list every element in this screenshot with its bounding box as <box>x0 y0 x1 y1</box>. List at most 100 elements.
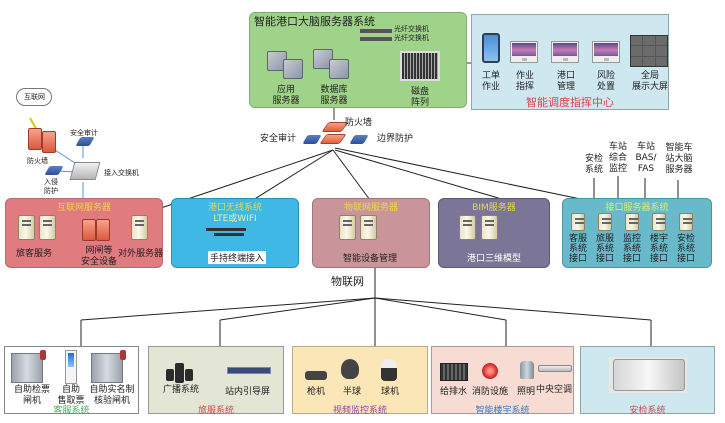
server-icon <box>39 215 56 240</box>
group-label: 旅服 系统 接口 <box>595 234 614 264</box>
subsystem-title: 智能楼宇系统 <box>475 406 530 416</box>
handheld-device-icon <box>214 233 244 236</box>
group-label: 港口三维模型 <box>467 254 522 264</box>
subsystem-title: 安检系统 <box>629 406 666 416</box>
group-label: 手持终端接入 <box>208 251 267 264</box>
group-label: 网闸等 安全设备 <box>80 246 117 267</box>
subsystem-smart-building: 给排水 消防设施 照明 中央空调 智能楼宇系统 <box>431 346 574 416</box>
external-link: 车站 BAS/ FAS <box>635 142 657 174</box>
dispatch-item: 全局 展示大屏 <box>631 71 668 92</box>
dispatch-item: 港口 管理 <box>556 71 575 92</box>
subsystem-item: 球机 <box>381 387 400 397</box>
subsystem-item: 自助检票 闸机 <box>13 385 50 406</box>
fire-equipment-icon <box>482 363 498 379</box>
dispatch-item: 风险 处置 <box>596 71 615 92</box>
server-icon <box>131 215 148 240</box>
iot-server-group: 物联网服务器 智能设备管理 <box>312 198 430 268</box>
monitor-icon <box>592 41 620 63</box>
server-icon <box>571 213 585 231</box>
bullet-camera-icon <box>305 371 327 380</box>
subsystem-security-check: 安检系统 <box>580 346 715 416</box>
subsystem-item: 自助 售取票 <box>57 385 85 406</box>
internet-audit-label: 安全审计 <box>70 129 98 137</box>
group-label: 客服 系统 接口 <box>568 234 587 264</box>
ticket-kiosk-icon <box>65 350 77 384</box>
subsystem-item: 广播系统 <box>163 385 200 395</box>
group-title: 港口无线系统 <box>207 203 262 213</box>
group-label: 旅客服务 <box>16 249 53 259</box>
subsystem-item: 半球 <box>343 387 362 397</box>
speaker-icon <box>175 363 184 383</box>
internet-server-group: 互联网服务器 旅客服务 网闸等 安全设备 对外服务器 <box>5 198 163 268</box>
dispatch-center: 工单 作业 作业 指挥 港口 管理 风险 处置 全局 展示大屏 智能调度指挥中心 <box>471 14 669 110</box>
server-icon <box>339 215 356 240</box>
group-label: 智能设备管理 <box>343 254 398 264</box>
group-title: BIM服务器 <box>472 203 516 213</box>
speaker-icon <box>185 369 193 381</box>
external-link: 智能车 站大脑 服务器 <box>665 143 693 175</box>
server-icon <box>18 215 35 240</box>
group-label: 监控 系统 接口 <box>622 234 641 264</box>
hvac-icon <box>538 365 572 372</box>
link-fw-iot <box>332 149 371 201</box>
subsystem-title: 视频监控系统 <box>332 406 387 416</box>
monitor-icon <box>510 41 538 63</box>
group-title: 接口服务器系统 <box>605 203 669 213</box>
group-subtitle: LTE或WIFI <box>213 214 257 224</box>
dispatch-title: 智能调度指挥中心 <box>526 96 614 109</box>
subsystem-item: 自助实名制 核验闸机 <box>89 385 135 406</box>
subsystem-item: 消防设施 <box>472 387 509 397</box>
group-title: 物联网服务器 <box>343 203 398 213</box>
fiber-switch-label-2: 光纤交换机 <box>394 34 429 42</box>
server-icon <box>679 213 693 231</box>
fiber-switch-icon <box>360 37 392 41</box>
app-server-icon <box>283 59 303 79</box>
disk-array-icon <box>400 51 440 81</box>
dispatch-item: 作业 指挥 <box>515 71 534 92</box>
link-fw-bim <box>334 149 506 201</box>
wireless-group: 港口无线系统 LTE或WIFI 手持终端接入 <box>171 198 299 268</box>
external-link: 安检 系统 <box>584 154 603 175</box>
monitor-icon <box>551 41 579 63</box>
core-audit-label: 安全审计 <box>260 134 297 144</box>
guide-screen-icon <box>227 367 271 374</box>
app-server-label: 应用 服务器 <box>272 85 300 106</box>
group-label: 安检 系统 接口 <box>676 234 695 264</box>
server-icon <box>481 215 498 240</box>
group-title: 互联网服务器 <box>56 203 111 213</box>
lighting-icon <box>520 361 534 379</box>
server-icon <box>459 215 476 240</box>
iot-label: 物联网 <box>331 275 364 288</box>
db-server-label: 数据库 服务器 <box>320 85 348 106</box>
speaker-icon <box>166 369 174 381</box>
subsystem-item: 照明 <box>517 387 536 397</box>
subsystem-title: 客服系统 <box>53 406 90 416</box>
dome-camera-icon <box>341 359 359 379</box>
subsystem-title: 旅服系统 <box>197 406 234 416</box>
ticket-gate-icon <box>11 350 46 383</box>
subsystem-item: 给排水 <box>440 387 468 397</box>
subsystem-customer-service: 自助检票 闸机 自助 售取票 自助实名制 核验闸机 客服系统 <box>4 346 139 416</box>
access-switch-icon <box>69 162 101 180</box>
server-icon <box>625 213 639 231</box>
db-server-icon <box>329 59 349 79</box>
server-icon <box>652 213 666 231</box>
server-icon <box>598 213 612 231</box>
id-gate-icon <box>91 350 126 383</box>
group-label: 对外服务器 <box>118 249 164 259</box>
firewall-icon <box>42 131 56 153</box>
access-switch-label: 接入交换机 <box>104 169 139 177</box>
link-fw-interface <box>334 147 596 203</box>
link-fw-wireless <box>252 149 334 201</box>
internet-cloud-label: 互联网 <box>24 93 45 101</box>
firewall-icon <box>28 128 42 150</box>
handheld-device-icon <box>206 228 246 231</box>
disk-array-label: 磁盘 阵列 <box>410 87 429 108</box>
brain-title: 智能港口大脑服务器系统 <box>254 15 375 28</box>
interface-server-group: 接口服务器系统 客服 系统 接口 旅服 系统 接口 监控 系统 接口 楼宇 系统… <box>562 198 712 268</box>
internet-cloud <box>16 88 52 106</box>
water-system-icon <box>440 363 468 381</box>
brain-server-system: 智能港口大脑服务器系统 光纤交换机 光纤交换机 应用 服务器 数据库 服务器 磁… <box>249 12 467 108</box>
subsystem-item: 中央空调 <box>536 385 573 395</box>
subsystem-item: 站内引导屏 <box>225 387 271 397</box>
